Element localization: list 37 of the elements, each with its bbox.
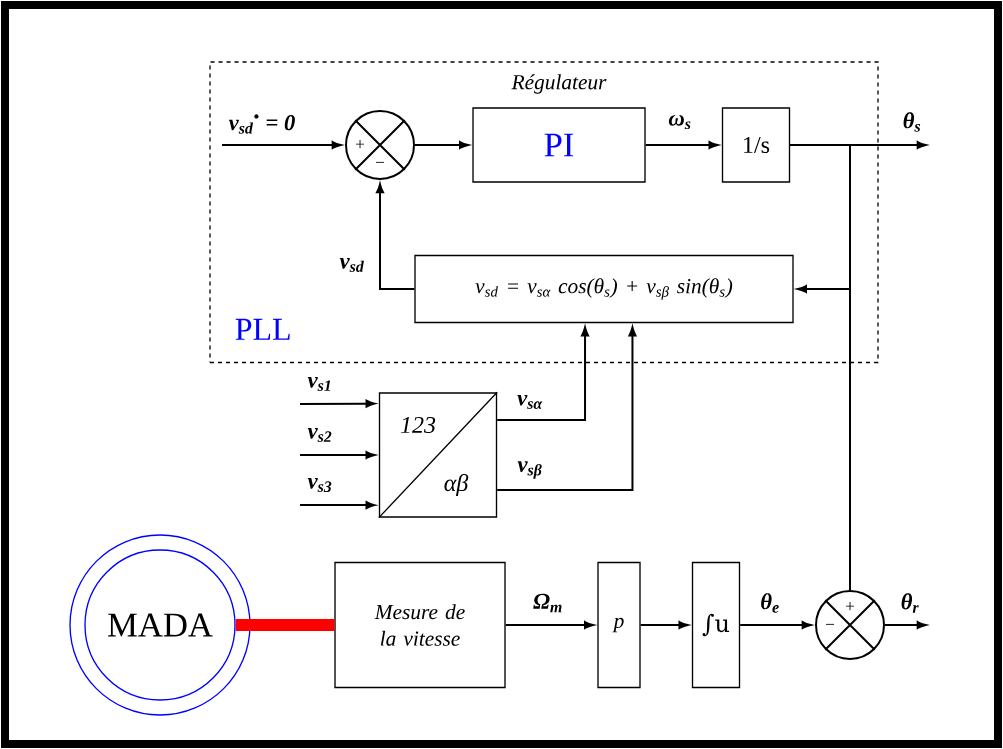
transfer-block: p bbox=[597, 561, 641, 689]
arrow bbox=[644, 141, 719, 149]
summing-junction: + − bbox=[345, 110, 415, 180]
transfer-block: PI bbox=[472, 107, 646, 183]
signal-label: v$_{sα}$ bbox=[515, 393, 545, 411]
arrow bbox=[739, 621, 812, 629]
signal-label: θ$_{e}$ bbox=[758, 591, 782, 615]
transfer-block: 1/s bbox=[721, 107, 791, 183]
signal-label: ω$_{s}$ bbox=[667, 113, 693, 131]
arrow bbox=[299, 451, 376, 459]
signal-label: v$_{s2}$ bbox=[306, 426, 334, 444]
converter-block: 123 αβ bbox=[378, 391, 498, 519]
arrow bbox=[639, 621, 689, 629]
signal-label: v$_{sd}$$^{•}$ = 0 bbox=[227, 113, 297, 135]
group-title: PLL bbox=[235, 318, 290, 340]
transfer-block: v$_{sd}$ = v$_{sα}$ cos(θ$_{s}$) + v$_{sβ}$ sin(θ$_{s}$) bbox=[414, 254, 794, 324]
block-caption: Régulateur bbox=[511, 74, 607, 94]
signal-label: θ$_{r}$ bbox=[899, 592, 921, 614]
arrow bbox=[504, 621, 594, 629]
arrow bbox=[299, 399, 376, 408]
arrow bbox=[496, 326, 637, 492]
signal-label: v$_{sd}$ bbox=[338, 256, 366, 274]
summing-junction: + − bbox=[815, 590, 885, 660]
arrow bbox=[299, 501, 376, 510]
signal-label: v$_{s1}$ bbox=[306, 375, 334, 393]
arrow bbox=[496, 326, 589, 421]
arrow bbox=[414, 141, 469, 149]
transfer-block: ∫u bbox=[691, 561, 741, 689]
signal-label: Ω$_{m}$ bbox=[531, 592, 565, 614]
signal-label: v$_{s3}$ bbox=[306, 476, 334, 494]
arrow bbox=[221, 141, 342, 149]
connecting-bar bbox=[235, 619, 335, 631]
arrow bbox=[376, 183, 416, 290]
signal-label: v$_{sβ}$ bbox=[516, 460, 544, 480]
transfer-block: Mesure de la vitesse bbox=[334, 561, 506, 689]
signal-label: θ$_{s}$ bbox=[901, 110, 923, 134]
arrow bbox=[884, 621, 927, 629]
